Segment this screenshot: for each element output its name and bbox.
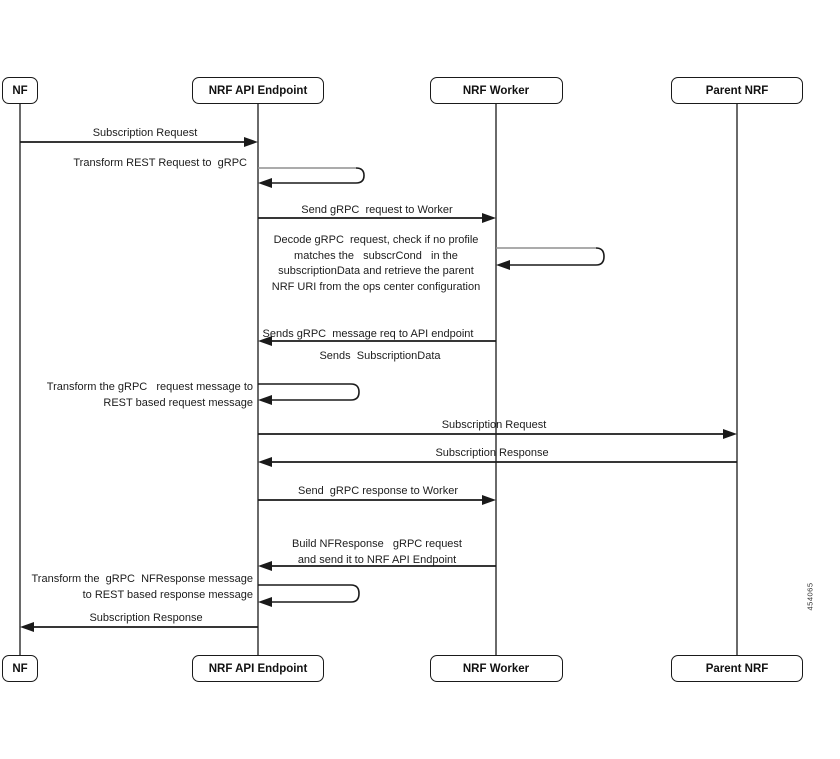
arrowhead-icon [20, 622, 34, 632]
message-label-2: Send gRPC request to Worker [301, 204, 453, 216]
participant-worker-top: NRF Worker [429, 77, 563, 104]
self-message-return-3 [509, 247, 605, 266]
arrowhead-icon [258, 597, 272, 607]
message-label-8: Subscription Request [441, 419, 547, 431]
participant-api-top: NRF API Endpoint [192, 77, 324, 104]
arrowhead-icon [258, 178, 272, 188]
arrowhead-icon [482, 213, 496, 223]
arrowhead-icon [258, 561, 272, 571]
message-label-9: Subscription Response [435, 447, 549, 459]
arrowhead-icon [258, 336, 272, 346]
message-label-13: Subscription Response [89, 612, 203, 624]
note-text-4: Decode gRPC request, check if no profile… [271, 234, 481, 293]
arrowhead-icon [258, 457, 272, 467]
participant-nf-bottom: NF [2, 655, 38, 682]
self-message-label-1: Transform REST Request to gRPC [73, 157, 247, 169]
arrowhead-icon [496, 260, 510, 270]
self-message-return-1 [271, 167, 365, 184]
self-message-return-12 [271, 584, 360, 603]
message-label-10: Send gRPC response to Worker [298, 485, 458, 497]
message-label-0: Subscription Request [92, 127, 198, 139]
note-text-6: Sends SubscriptionData [319, 350, 441, 362]
participant-worker-bottom: NRF Worker [429, 655, 563, 682]
participant-nf-top: NF [2, 77, 38, 104]
participant-parent-top: Parent NRF [671, 77, 803, 104]
arrowhead-icon [244, 137, 258, 147]
arrowhead-icon [723, 429, 737, 439]
message-label-5: Sends gRPC message req to API endpoint [262, 328, 474, 340]
arrowhead-icon [258, 395, 272, 405]
figure-id-label: 454065 [805, 582, 815, 611]
message-label-11: Build NFResponse gRPC request and send i… [292, 538, 462, 566]
self-message-label-7: Transform the gRPC request message to RE… [46, 381, 253, 409]
self-message-return-7 [271, 383, 360, 401]
participant-api-bottom: NRF API Endpoint [192, 655, 324, 682]
participant-parent-bottom: Parent NRF [671, 655, 803, 682]
arrowhead-icon [482, 495, 496, 505]
self-message-label-12: Transform the gRPC NFResponse message to… [31, 573, 253, 601]
